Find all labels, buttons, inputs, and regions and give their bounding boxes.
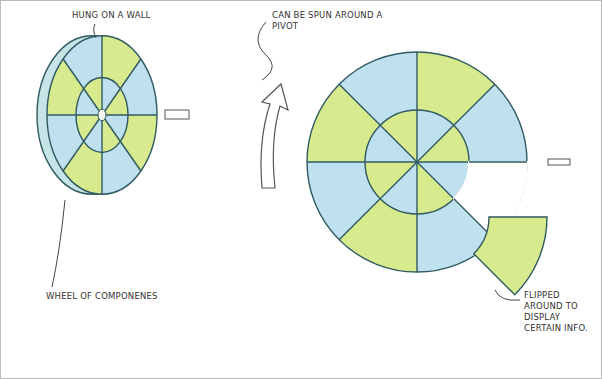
wheel-note: WHEEL OF COMPONENES — [46, 291, 186, 302]
wall-note: HUNG ON A WALL — [72, 10, 192, 21]
spin-note: CAN BE SPUN AROUND A PIVOT — [272, 10, 390, 32]
flip-note: FLIPPED AROUND TO DISPLAY CERTAIN INFO. — [524, 290, 598, 334]
